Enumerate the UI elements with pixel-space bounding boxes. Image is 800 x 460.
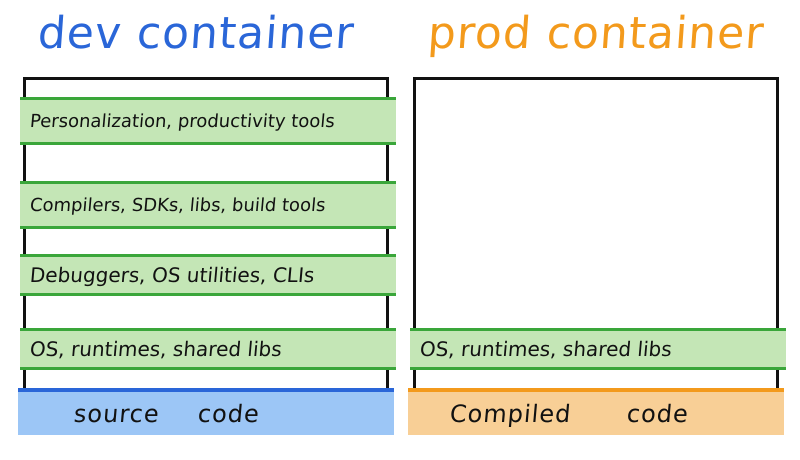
compiled-word: Compiled: [448, 399, 573, 428]
source-word: source: [72, 399, 161, 428]
code-word: code: [626, 399, 691, 428]
layer-debuggers-utilities: Debuggers, OS utilities, CLIs: [20, 254, 396, 296]
layer-os-runtimes-dev: OS, runtimes, shared libs: [20, 328, 396, 370]
dev-container-title: dev container: [36, 8, 357, 59]
layer-label: Personalization, productivity tools: [29, 110, 336, 132]
code-word: code: [196, 399, 261, 428]
prod-container-box: OS, runtimes, shared libs Compiled code: [408, 77, 786, 435]
layer-label: OS, runtimes, shared libs: [28, 337, 283, 361]
layer-personalization-tools: Personalization, productivity tools: [20, 97, 396, 145]
layer-os-runtimes-prod: OS, runtimes, shared libs: [410, 328, 786, 370]
source-code-bar: source code: [18, 388, 394, 435]
prod-container-title: prod container: [426, 8, 767, 59]
layer-compilers-sdks: Compilers, SDKs, libs, build tools: [20, 181, 396, 229]
layer-label: OS, runtimes, shared libs: [418, 337, 673, 361]
compiled-code-bar: Compiled code: [408, 388, 784, 435]
layer-label: Debuggers, OS utilities, CLIs: [28, 263, 316, 287]
layer-label: Compilers, SDKs, libs, build tools: [29, 194, 327, 216]
dev-container-box: Personalization, productivity tools Comp…: [18, 77, 396, 435]
